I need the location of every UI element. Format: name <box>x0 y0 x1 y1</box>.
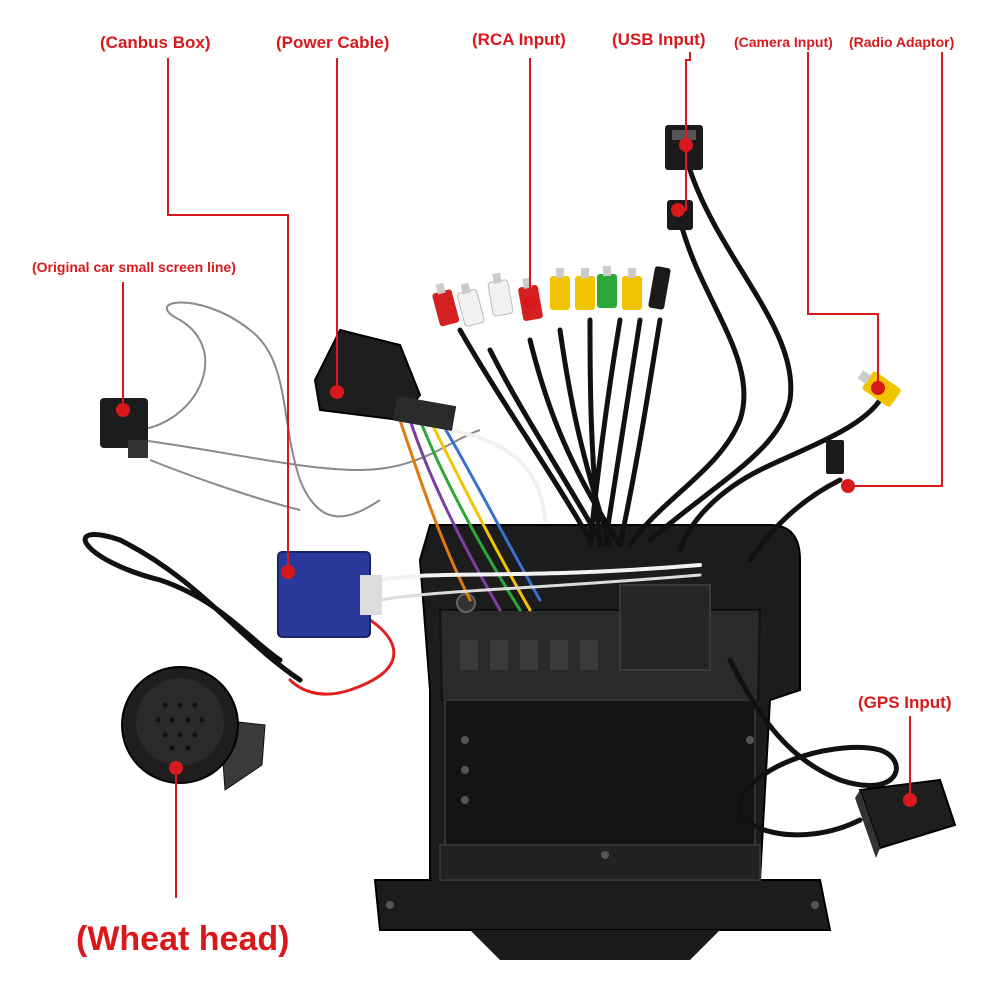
label-original-screen-line: (Original car small screen line) <box>32 259 236 275</box>
gray-wires <box>139 301 481 518</box>
rca-plug-icon <box>432 266 671 327</box>
label-gps-input: (GPS Input) <box>858 693 952 712</box>
label-rca-input: (RCA Input) <box>472 30 566 49</box>
canbus-box <box>277 551 382 638</box>
screen-line-connector <box>100 398 148 458</box>
callout-dots <box>116 138 917 807</box>
label-camera-input: (Camera Input) <box>734 34 833 50</box>
antenna-icon <box>855 778 957 858</box>
harness-wires <box>288 418 702 696</box>
label-canbus-box: (Canbus Box) <box>100 33 211 52</box>
microphone-icon <box>121 666 266 791</box>
radio-adaptor-connector <box>826 440 844 474</box>
label-usb-input: (USB Input) <box>612 30 706 49</box>
label-wheat-head: (Wheat head) <box>76 920 290 958</box>
label-radio-adaptor: (Radio Adaptor) <box>849 34 955 50</box>
head-unit-frame <box>373 524 832 960</box>
black-wire-bundle <box>82 167 899 838</box>
label-power-cable: (Power Cable) <box>276 33 390 52</box>
